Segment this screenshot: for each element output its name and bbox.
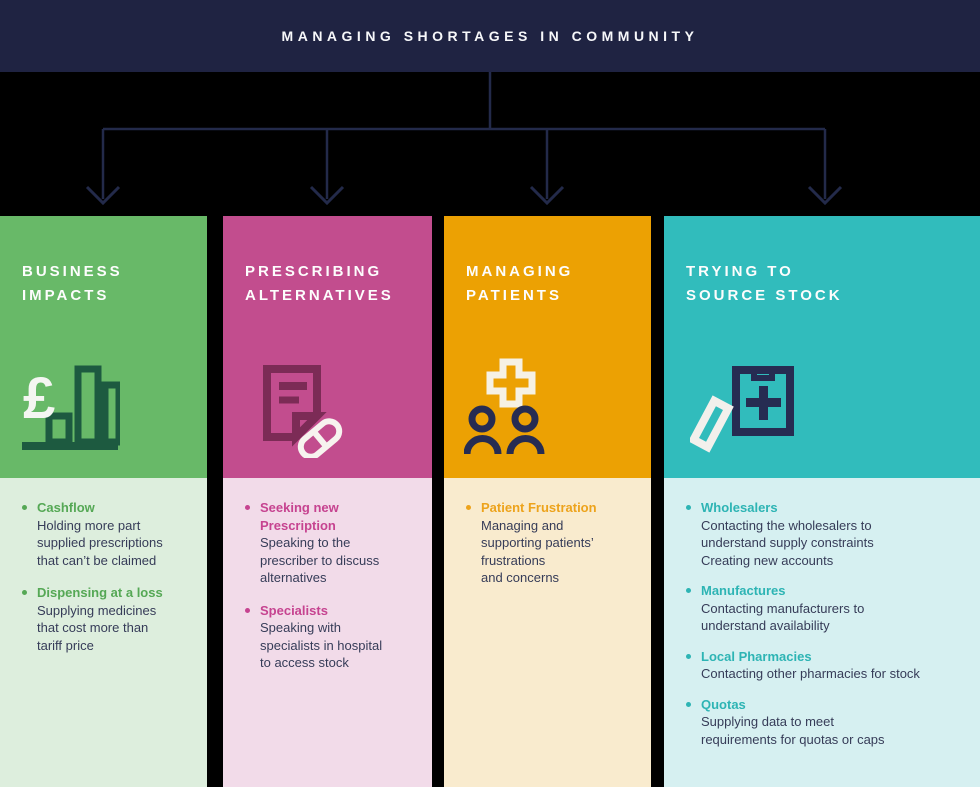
- item-title: Cashflow: [37, 500, 95, 515]
- bullet-list: Wholesalers Contacting the wholesalers t…: [664, 478, 980, 748]
- item-title: Local Pharmacies: [701, 648, 812, 664]
- item-title: Quotas: [701, 696, 746, 712]
- column-managing-patients-header: MANAGING PATIENTS: [444, 216, 651, 478]
- item-title: Wholesalers: [701, 500, 778, 515]
- item-title: Seeking new Prescription: [260, 500, 339, 533]
- pound-bar-chart-icon: £: [22, 365, 120, 450]
- list-item: Quotas Supplying data to meet requiremen…: [686, 696, 970, 749]
- column-trying-to-source-stock: TRYING TO SOURCE STOCK Wholesalers Conta…: [664, 216, 980, 787]
- list-item: Local Pharmacies Contacting other pharma…: [686, 648, 970, 683]
- item-description: Supplying data to meet requirements for …: [701, 714, 885, 747]
- list-item: Dispensing at a loss Supplying medicines…: [22, 584, 197, 654]
- list-item: Cashflow Holding more part supplied pres…: [22, 499, 197, 569]
- column-prescribing-alternatives-header: PRESCRIBING ALTERNATIVES: [223, 216, 432, 478]
- list-item: Wholesalers Contacting the wholesalers t…: [686, 499, 970, 569]
- item-description: Speaking to the prescriber to discuss al…: [260, 535, 380, 585]
- column-title: PRESCRIBING ALTERNATIVES: [245, 263, 394, 304]
- item-description: Supplying medicines that cost more than …: [37, 602, 157, 653]
- connector-arrows: [85, 72, 843, 206]
- item-title: Manufactures: [701, 583, 786, 598]
- column-managing-patients-body: Patient Frustration Managing and support…: [444, 478, 651, 787]
- item-description: Speaking with specialists in hospital to…: [260, 620, 383, 670]
- list-item: Seeking new Prescription Speaking to the…: [245, 499, 422, 587]
- column-title: MANAGING PATIENTS: [466, 263, 574, 304]
- list-item: Manufactures Contacting manufacturers to…: [686, 582, 970, 635]
- column-trying-to-source-stock-header: TRYING TO SOURCE STOCK: [664, 216, 980, 478]
- column-business-impacts-body: Cashflow Holding more part supplied pres…: [0, 478, 207, 787]
- item-description: Contacting the wholesalers to understand…: [701, 517, 874, 568]
- column-prescribing-alternatives: PRESCRIBING ALTERNATIVES Seeking new Pre…: [223, 216, 432, 787]
- item-description: Holding more part supplied prescriptions…: [37, 517, 163, 568]
- header-bar: MANAGING SHORTAGES IN COMMUNITY: [0, 0, 980, 72]
- column-business-impacts-header: BUSINESS IMPACTS £: [0, 216, 207, 478]
- prescription-pill-icon: [263, 365, 343, 458]
- column-business-impacts: BUSINESS IMPACTS £ Cashflow Holding more…: [0, 216, 207, 787]
- item-description: Contacting other pharmacies for stock: [701, 666, 920, 681]
- pound-symbol: £: [23, 366, 55, 431]
- bullet-list: Patient Frustration Managing and support…: [444, 478, 651, 587]
- bullet-list: Seeking new Prescription Speaking to the…: [223, 478, 432, 672]
- page-title: MANAGING SHORTAGES IN COMMUNITY: [281, 28, 699, 44]
- stock-bag-icon: [690, 366, 794, 453]
- item-title: Patient Frustration: [481, 500, 597, 515]
- item-description: Contacting manufacturers to understand a…: [701, 600, 865, 634]
- column-title: BUSINESS IMPACTS: [22, 263, 123, 304]
- column-managing-patients: MANAGING PATIENTS Patient Frustration Ma…: [444, 216, 651, 787]
- list-item: Specialists Speaking with specialists in…: [245, 602, 422, 672]
- column-title: TRYING TO SOURCE STOCK: [686, 263, 843, 304]
- list-item: Patient Frustration Managing and support…: [466, 499, 641, 587]
- bullet-list: Cashflow Holding more part supplied pres…: [0, 478, 207, 654]
- column-trying-to-source-stock-body: Wholesalers Contacting the wholesalers t…: [664, 478, 980, 787]
- item-description: Managing and supporting patients’ frustr…: [481, 517, 594, 586]
- patients-cross-icon: [464, 358, 545, 455]
- item-title: Dispensing at a loss: [37, 585, 163, 600]
- item-title: Specialists: [260, 602, 328, 618]
- column-prescribing-alternatives-body: Seeking new Prescription Speaking to the…: [223, 478, 432, 787]
